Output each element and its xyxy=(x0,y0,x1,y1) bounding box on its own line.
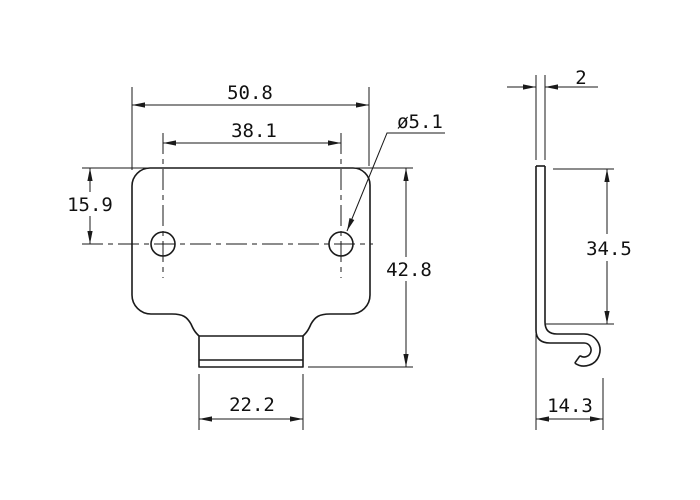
dim-label-tab-width: 22.2 xyxy=(229,394,275,416)
arrowhead xyxy=(290,416,303,422)
dim-hole-top-offset: 15.9 xyxy=(67,168,113,244)
dim-label-hole-top-offset: 15.9 xyxy=(67,194,113,216)
dim-depth: 14.3 xyxy=(536,395,603,422)
side-part-outer-face xyxy=(535,166,592,358)
arrowhead xyxy=(604,169,610,182)
dim-overall-height: 42.8 xyxy=(386,168,432,367)
dim-label-hole-spacing: 38.1 xyxy=(231,120,277,142)
dim-flat-height: 34.5 xyxy=(586,169,632,324)
arrowhead xyxy=(356,102,369,108)
arrowhead xyxy=(132,102,145,108)
dim-label-thickness: 2 xyxy=(575,67,586,89)
front-part-outline xyxy=(131,167,371,368)
arrowhead xyxy=(604,311,610,324)
arrowhead xyxy=(590,416,603,422)
dim-label-overall-width: 50.8 xyxy=(227,82,273,104)
side-view: 2 34.5 14.3 xyxy=(507,67,632,430)
front-view: 50.8 38.1 15.9 42.8 22.2 xyxy=(67,82,445,430)
arrowhead xyxy=(199,416,212,422)
dim-label-flat-height: 34.5 xyxy=(586,238,632,260)
dim-tab-width: 22.2 xyxy=(199,394,303,422)
arrowhead xyxy=(163,140,176,146)
arrowhead xyxy=(403,354,409,367)
arrowhead xyxy=(328,140,341,146)
hook-tip-end-face xyxy=(574,355,581,364)
dim-label-hole-diameter: ø5.1 xyxy=(397,111,443,133)
dim-label-depth: 14.3 xyxy=(547,395,593,417)
side-part-inner-face xyxy=(544,166,601,367)
arrowhead xyxy=(87,168,93,181)
arrowhead xyxy=(403,168,409,181)
arrowhead xyxy=(347,218,355,231)
arrowhead xyxy=(536,416,549,422)
arrowhead xyxy=(87,231,93,244)
dim-hole-spacing: 38.1 xyxy=(163,120,341,146)
dim-label-overall-height: 42.8 xyxy=(386,259,432,281)
dim-hole-diameter-leader: ø5.1 xyxy=(346,111,445,232)
dim-overall-width: 50.8 xyxy=(132,82,369,108)
arrowhead xyxy=(523,84,536,90)
arrowhead xyxy=(545,84,558,90)
dim-thickness: 2 xyxy=(507,67,598,90)
